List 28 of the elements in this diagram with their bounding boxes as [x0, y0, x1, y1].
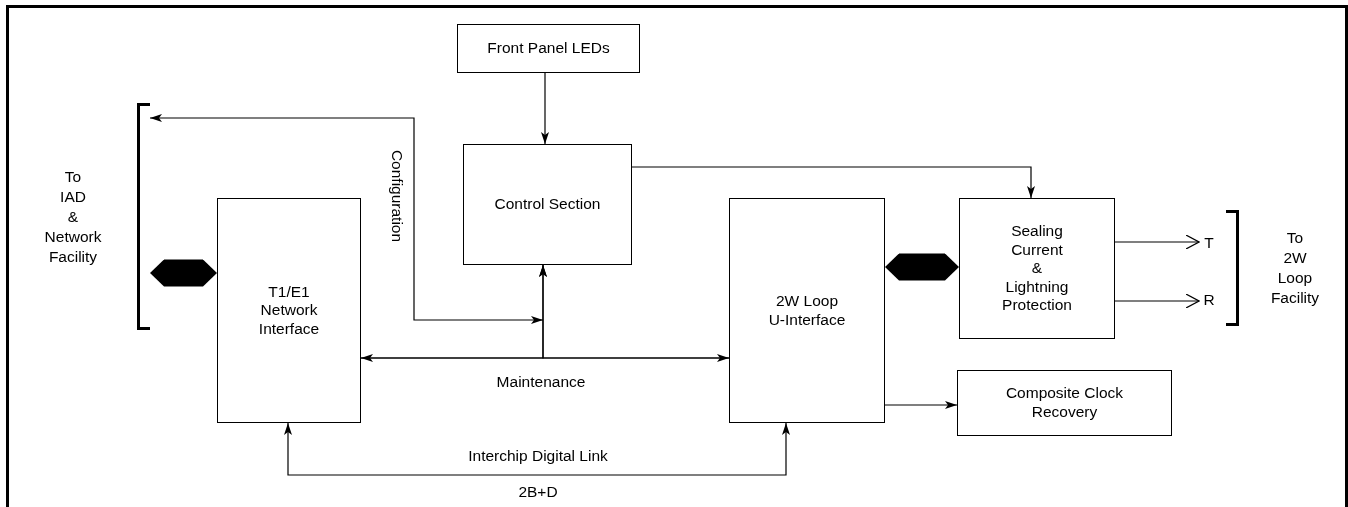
arrow — [149, 114, 544, 324]
arrow — [631, 166, 1035, 199]
signal-label: 2B+D — [518, 483, 558, 501]
bus-arrow — [885, 253, 959, 281]
block-label: T1/E1 Network Interface — [257, 282, 321, 339]
block-label: Control Section — [494, 195, 601, 214]
block-label: Front Panel LEDs — [487, 39, 610, 58]
block-label: Composite Clock Recovery — [1004, 384, 1125, 422]
block-box — [959, 198, 1115, 339]
block-box — [457, 24, 640, 73]
bus-arrow — [150, 259, 217, 287]
block-box — [957, 370, 1172, 436]
block-box — [463, 144, 632, 265]
arrow — [539, 264, 730, 359]
arrow — [284, 422, 790, 476]
block-label: 2W Loop U-Interface — [767, 291, 847, 330]
block-box — [217, 198, 361, 423]
port-label: To IAD & Network Facility — [43, 166, 103, 267]
edge-label: Interchip Digital Link — [466, 447, 610, 465]
arrow — [884, 401, 958, 409]
signal-label: T — [1200, 233, 1218, 253]
arrow — [1114, 234, 1200, 250]
arrow — [1114, 293, 1200, 309]
port-label: To 2W Loop Facility — [1269, 227, 1321, 309]
block-label: Sealing Current & Lightning Protection — [1001, 222, 1073, 315]
block-box — [729, 198, 885, 423]
signal-label: R — [1200, 290, 1218, 310]
arrow — [541, 72, 549, 145]
